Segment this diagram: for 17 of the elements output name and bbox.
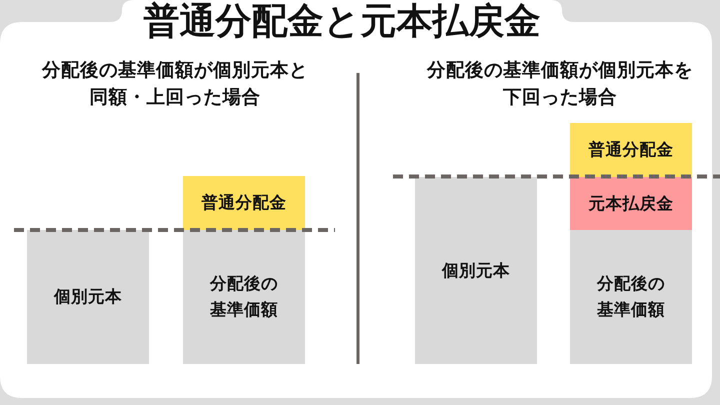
panel-heading: 分配後の基準価額が個別元本を下回った場合	[427, 59, 694, 110]
distribution-block	[570, 123, 692, 177]
bar-label: 分配後の基準価額	[208, 273, 279, 321]
panel-heading: 分配後の基準価額が個別元本と同額・上回った場合	[42, 59, 308, 110]
principal-bar	[415, 177, 537, 364]
bar-label: 元本払戻金	[588, 192, 674, 215]
bar-label: 普通分配金	[588, 139, 674, 162]
bar-label: 個別元本	[442, 260, 510, 282]
principal-refund-block	[570, 177, 692, 230]
title: 普通分配金と元本払戻金	[142, 0, 542, 44]
base-price-bar	[570, 230, 692, 364]
bar-label: 分配後の基準価額	[596, 273, 666, 321]
distribution-block	[183, 176, 305, 230]
principal-bar	[27, 230, 149, 364]
base-price-bar	[183, 230, 305, 364]
bar-label: 個別元本	[54, 286, 122, 308]
bar-label: 普通分配金	[202, 192, 286, 214]
